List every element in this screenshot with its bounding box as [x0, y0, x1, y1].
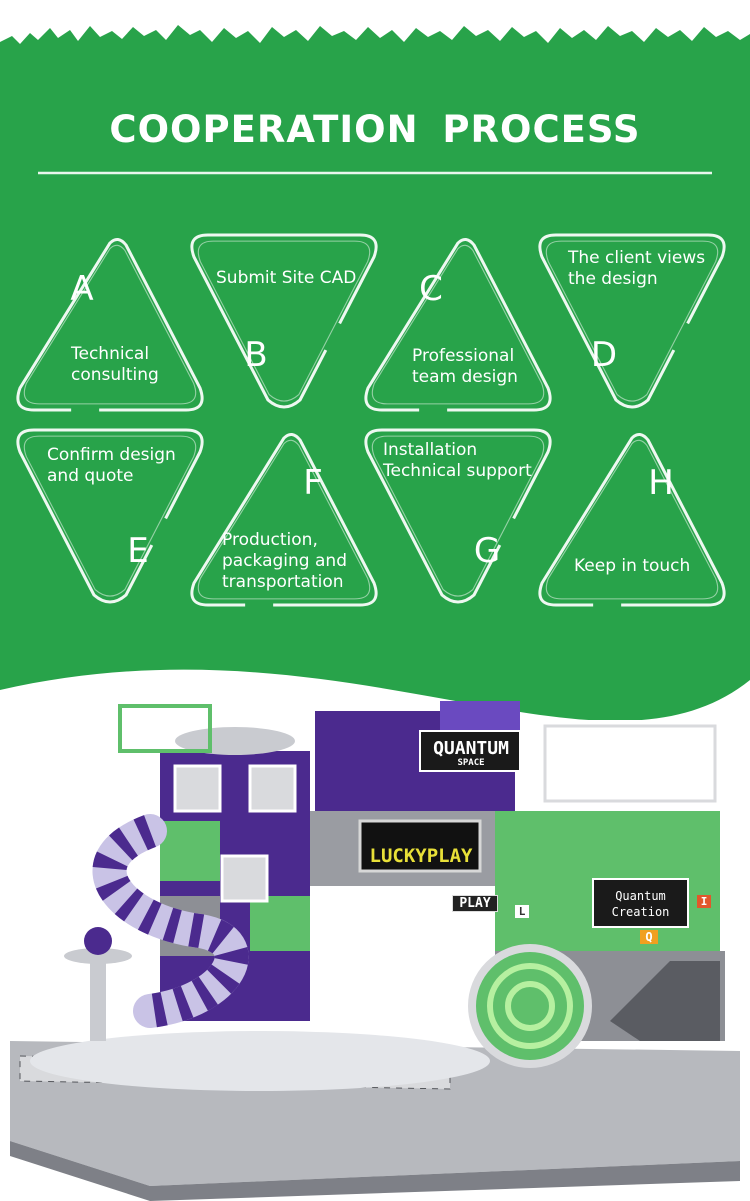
play-sign: PLAY: [452, 895, 498, 912]
triangle-up-icon: [23, 244, 197, 405]
step-h-label-line: Keep in touch: [574, 556, 691, 576]
green-tunnel-ring: [505, 981, 555, 1031]
step-d-label-line: The client views: [568, 248, 706, 268]
step-c-label-line: Professional: [412, 346, 515, 366]
triangle-up-icon: [197, 439, 371, 600]
step-f-label: Production, packaging and transportation: [222, 530, 347, 593]
step-a-letter: A: [70, 269, 94, 309]
lamp-top: [64, 948, 132, 964]
step-a-label: Technical consulting: [71, 344, 159, 386]
quantum-space-sign-sub: SPACE: [457, 758, 485, 768]
step-e-letter: E: [127, 531, 149, 571]
left-tower-window: [173, 764, 222, 813]
q-badge: Q: [640, 930, 658, 944]
step-triangles: [16, 233, 726, 607]
step-d-label: The client views the design: [568, 248, 705, 290]
triangle-up-outline: [190, 433, 378, 607]
quantum-creation-screen: [592, 878, 689, 928]
step-c-letter: C: [419, 269, 443, 309]
step-g-letter: G: [473, 531, 501, 571]
green-tunnel-ring: [487, 963, 573, 1049]
scaffold-frame: [543, 724, 717, 803]
step-e-label: Confirm design and quote: [47, 445, 176, 487]
step-a-label-line: consulting: [71, 365, 159, 385]
green-banner: [0, 25, 750, 720]
left-tower-window: [248, 764, 297, 813]
step-e-label-line: and quote: [47, 466, 134, 486]
step-f-label-line: Production,: [222, 530, 318, 550]
step-d-letter: D: [590, 335, 618, 375]
step-g-label: Installation Technical support: [383, 440, 532, 482]
lamp-globe: [84, 927, 112, 955]
page-title: COOPERATION PROCESS: [109, 108, 641, 151]
triangle-up-outline: [364, 238, 552, 412]
step-h-letter: H: [648, 463, 674, 503]
quantum-space-sign: QUANTUM SPACE: [421, 738, 521, 769]
triangle-up-outline: [16, 238, 204, 412]
step-f-label-line: transportation: [222, 572, 344, 592]
step-f-label-line: packaging and: [222, 551, 347, 571]
banner-background: [0, 25, 750, 720]
quantum-creation-line: Quantum: [615, 889, 666, 903]
quantum-sign-frame: [419, 730, 521, 772]
left-tower-green-panel: [160, 821, 220, 881]
step-g-label-line: Installation: [383, 440, 478, 460]
quantum-space-sign-title: QUANTUM: [433, 738, 509, 759]
lucky-play-sign: LUCKYPLAY: [369, 845, 473, 867]
left-tower-window: [220, 854, 269, 903]
stairs: [610, 961, 720, 1041]
triangle-down-outline: [16, 428, 204, 604]
triangle-up-outline: [538, 433, 726, 607]
triangle-down-icon: [545, 240, 719, 402]
lucky-play-sign-frame: [358, 819, 482, 873]
ball-pit: [30, 1031, 490, 1091]
left-tower-roof: [175, 727, 295, 755]
triangle-down-outline: [364, 428, 552, 604]
scaffold-frame: [118, 704, 212, 753]
step-b-label-line: Submit Site CAD: [216, 268, 357, 288]
step-b-letter: B: [244, 335, 268, 375]
left-tower-green-panel: [250, 896, 310, 951]
triangle-down-outline: [538, 233, 726, 409]
lamp-post: [90, 961, 106, 1041]
spiral-slide-stripes: [92, 815, 249, 1028]
step-b-label: Submit Site CAD: [216, 268, 356, 289]
base-edge: [10, 1141, 740, 1201]
quantum-creation-line: Creation: [611, 905, 670, 919]
step-a-label-line: Technical: [71, 344, 150, 364]
step-g-label-line: Technical support: [383, 461, 532, 481]
triangle-up-icon: [371, 244, 545, 405]
step-d-label-line: the design: [568, 269, 658, 289]
step-h-label: Keep in touch: [574, 556, 690, 577]
quantum-creation-sign: Quantum Creation: [594, 888, 687, 920]
step-c-label: Professional team design: [412, 346, 518, 388]
i-badge: I: [697, 895, 711, 908]
l-badge: L: [515, 905, 529, 918]
triangle-down-icon: [371, 435, 545, 597]
triangle-down-outline: [190, 233, 378, 409]
triangle-up-icon: [545, 439, 719, 600]
step-f-letter: F: [303, 463, 323, 503]
triangle-down-icon: [197, 240, 371, 402]
step-e-label-line: Confirm design: [47, 445, 176, 465]
step-c-label-line: team design: [412, 367, 518, 387]
playground-illustration: [10, 701, 740, 1201]
triangle-down-icon: [23, 435, 197, 597]
